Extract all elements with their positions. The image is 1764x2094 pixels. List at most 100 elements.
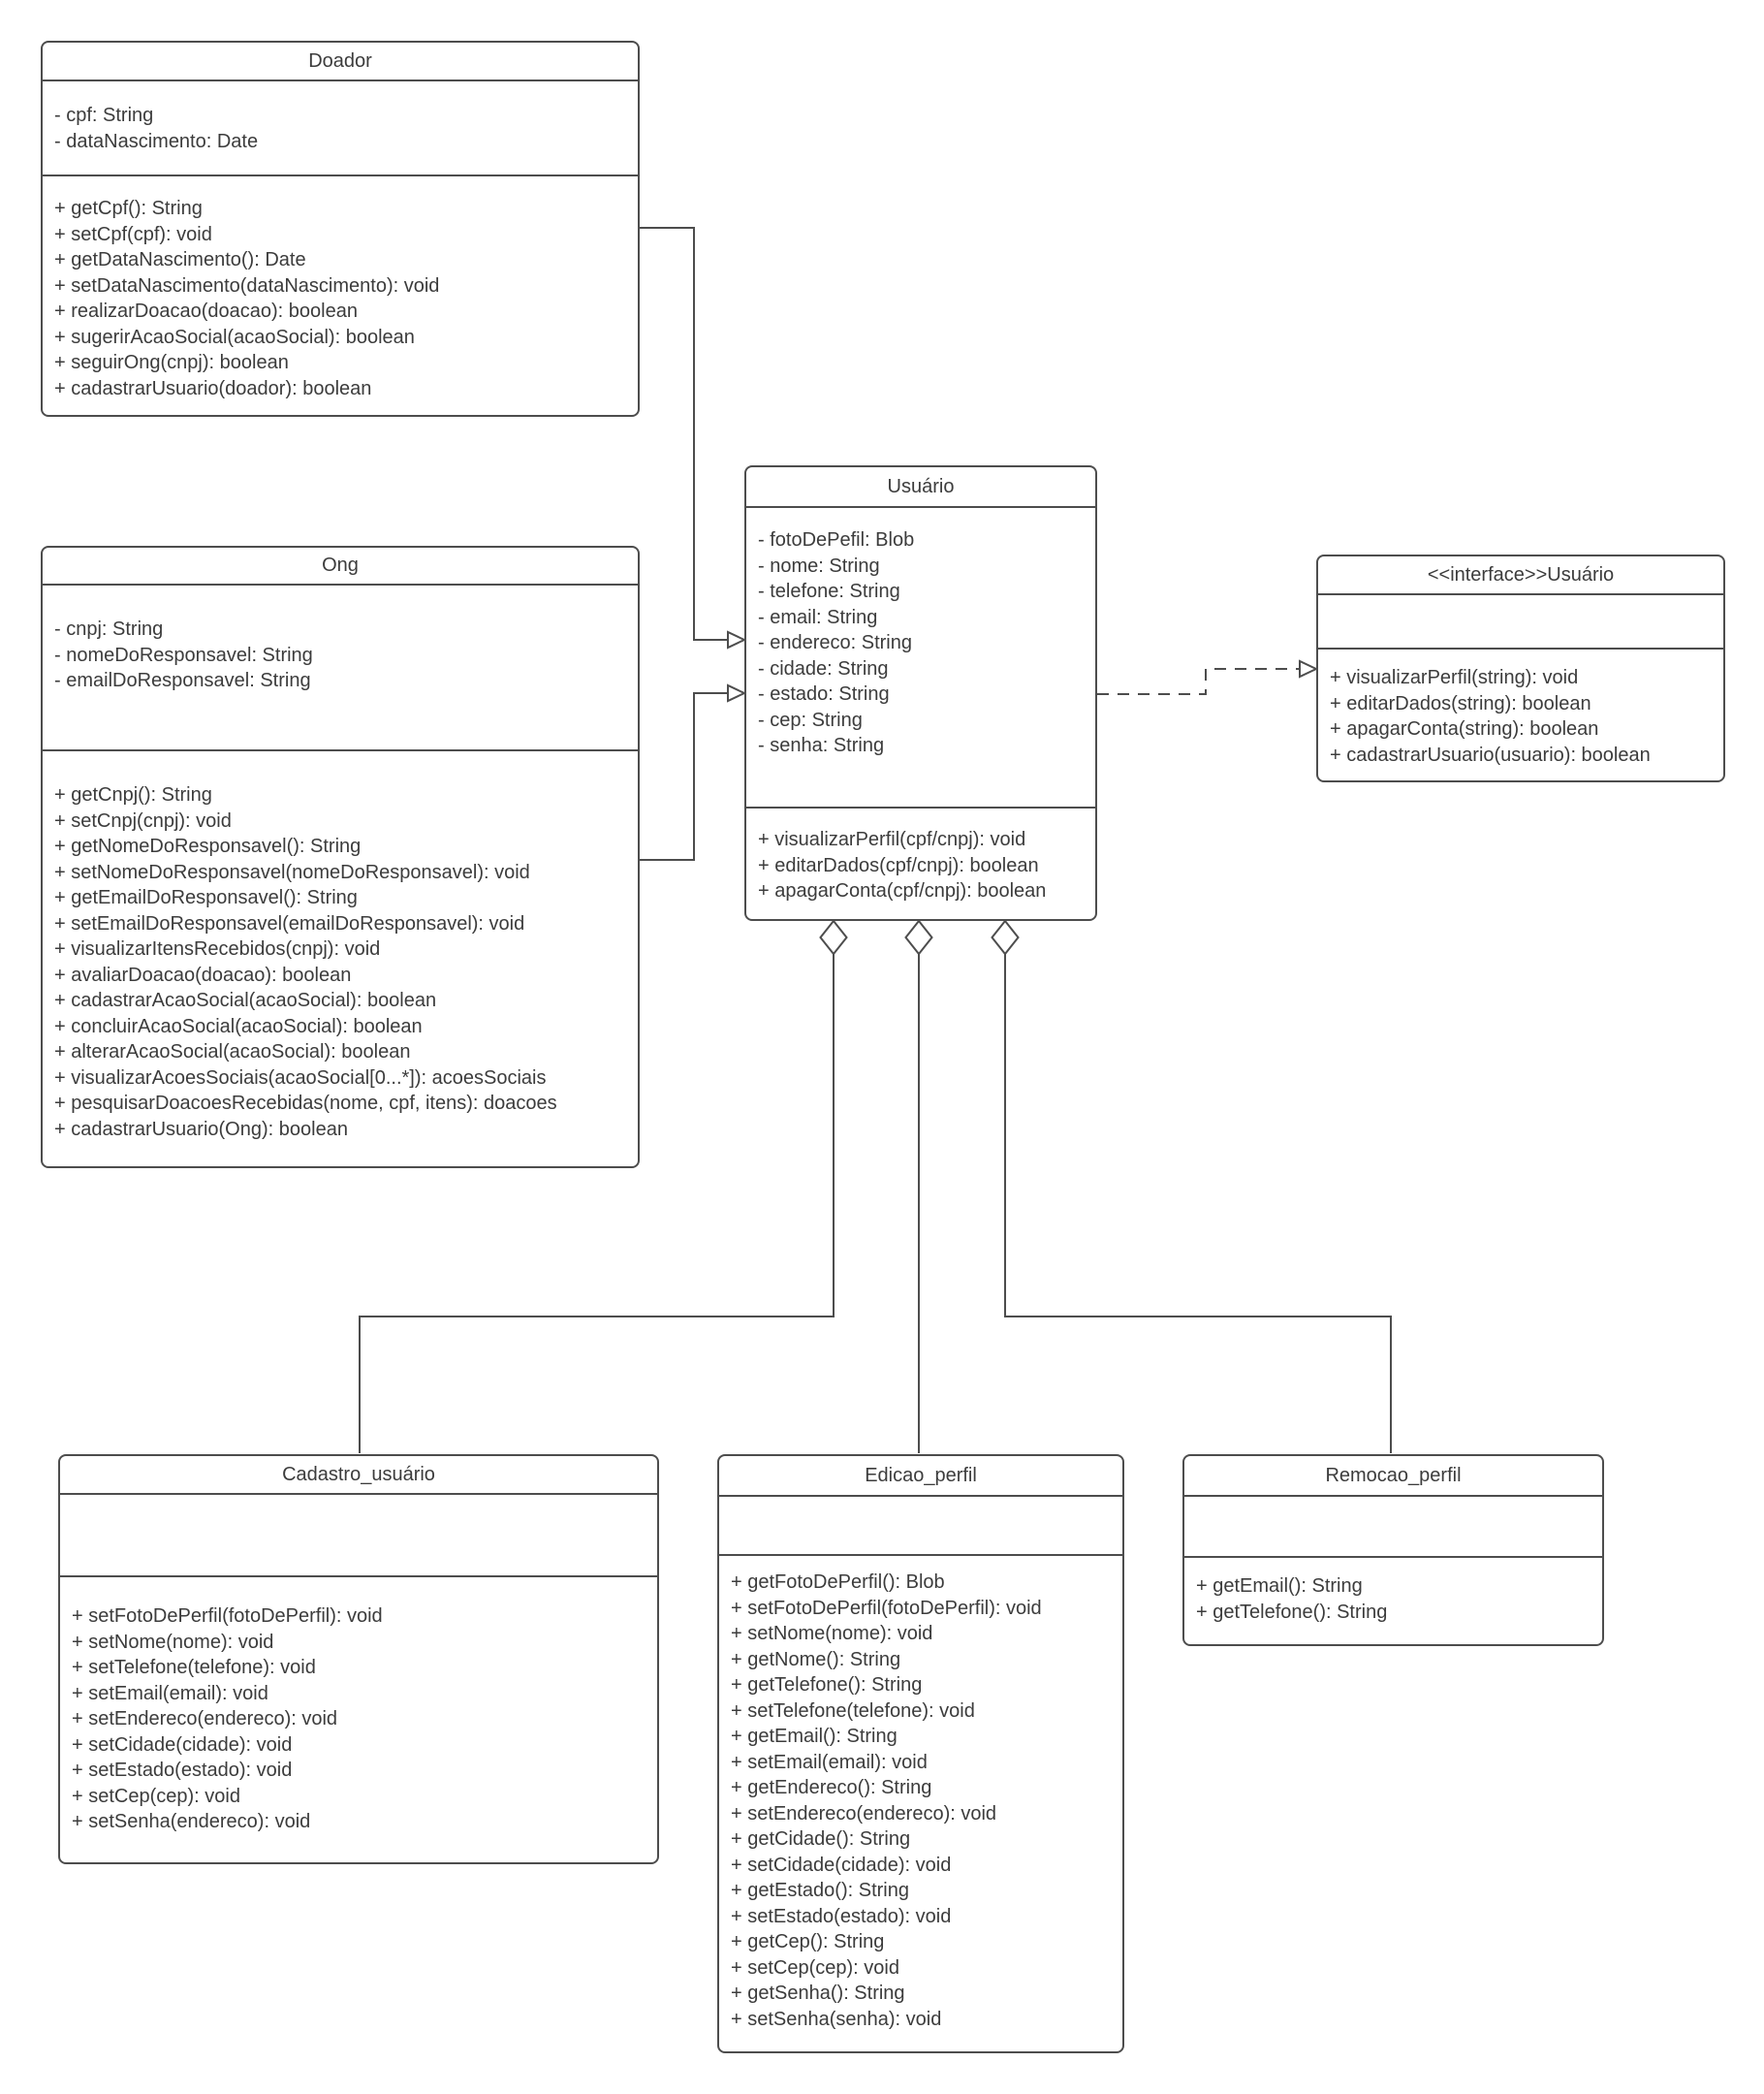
member-line: + getCpf(): String [54, 198, 203, 219]
member-line: + setCidade(cidade): void [731, 1854, 952, 1876]
member-line: + getEmail(): String [731, 1726, 898, 1747]
member-line: + sugerirAcaoSocial(acaoSocial): boolean [54, 326, 415, 348]
class-edicao-perfil-attributes [719, 1497, 1122, 1556]
class-ong: Ong - cnpj: String - nomeDoResponsavel: S… [41, 546, 640, 1168]
member-line: + visualizarPerfil(cpf/cnpj): void [758, 829, 1026, 850]
class-interface-usuario-methods: + visualizarPerfil(string): void+ editar… [1318, 650, 1723, 780]
member-line: - senha: String [758, 735, 885, 756]
member-line: - cep: String [758, 709, 863, 731]
member-line: + setCpf(cpf): void [54, 223, 212, 245]
member-line: + getCidade(): String [731, 1828, 911, 1850]
member-line: + cadastrarUsuario(doador): boolean [54, 377, 372, 399]
member-line: + setCidade(cidade): void [72, 1733, 293, 1756]
class-remocao-perfil: Remocao_perfil + getEmail(): String+ get… [1182, 1454, 1604, 1646]
member-line: + setNome(nome): void [731, 1623, 933, 1644]
member-line: + setCep(cep): void [731, 1956, 899, 1979]
member-line: - nomeDoResponsavel: String [54, 644, 313, 666]
member-line: + getNomeDoResponsavel(): String [54, 836, 362, 857]
member-line: + setEstado(estado): void [72, 1760, 293, 1781]
member-line: + setNomeDoResponsavel(nomeDoResponsavel… [54, 861, 530, 883]
member-line: + setCnpj(cnpj): void [54, 809, 232, 832]
member-line: + cadastrarAcaoSocial(acaoSocial): boole… [54, 990, 437, 1011]
member-line: - email: String [758, 606, 878, 628]
class-remocao-perfil-methods: + getEmail(): String + getTelefone(): Str… [1184, 1558, 1602, 1644]
member-line: - cnpj: String [54, 619, 164, 640]
member-line: + getEstado(): String [731, 1880, 909, 1901]
member-line: + getSenha(): String [731, 1983, 905, 2004]
member-line: + getTelefone(): String [731, 1674, 923, 1696]
member-line: + setCep(cep): void [72, 1785, 240, 1807]
aggregation-usuario-edicao [904, 919, 933, 1453]
class-edicao-perfil: Edicao_perfil + getFotoDePerfil(): Blob+… [717, 1454, 1124, 2053]
member-line: - endereco: String [758, 632, 912, 653]
member-line: + getTelefone(): String [1196, 1601, 1388, 1623]
member-line: + setEmail(email): void [72, 1682, 268, 1704]
class-cadastro-usuario-methods: + setFotoDePerfil(fotoDePerfil): void + s… [60, 1577, 657, 1862]
member-line: - fotoDePefil: Blob [758, 529, 915, 551]
member-line: + setFotoDePerfil(fotoDePerfil): void [731, 1597, 1042, 1619]
member-line: + editarDados(cpf/cnpj): boolean [758, 854, 1039, 876]
aggregation-usuario-remocao [991, 919, 1392, 1453]
member-line: - telefone: String [758, 581, 900, 602]
member-line: + setFotoDePerfil(fotoDePerfil): void [72, 1605, 383, 1627]
class-edicao-perfil-methods: + getFotoDePerfil(): Blob + setFotoDePerf… [719, 1556, 1122, 2051]
member-line: - nome: String [758, 555, 880, 577]
member-line: + getEmail(): String [1196, 1575, 1363, 1597]
class-usuario-methods: + visualizarPerfil(cpf/cnpj): void + edit… [746, 809, 1095, 919]
class-usuario: Usuário - fotoDePefil: Blob - nome: Strin… [744, 465, 1097, 921]
member-line: + realizarDoacao(doacao): boolean [54, 301, 358, 322]
class-usuario-attributes: - fotoDePefil: Blob - nome: String - telef… [746, 508, 1095, 809]
class-edicao-perfil-title: Edicao_perfil [719, 1456, 1122, 1497]
generalization-doador-usuario [640, 227, 747, 650]
member-line: - cpf: String [54, 105, 154, 126]
member-line: + setTelefone(telefone): void [731, 1699, 975, 1722]
member-line: + getCnpj(): String [54, 784, 212, 806]
member-line: + setSenha(endereco): void [72, 1811, 311, 1832]
member-line: + pesquisarDoacoesRecebidas(nome, cpf, i… [54, 1093, 557, 1114]
member-line: + setEndereco(endereco): void [731, 1802, 997, 1824]
member-line: - cidade: String [758, 657, 889, 680]
class-doador: Doador - cpf: String - dataNascimento: Da… [41, 41, 640, 417]
class-ong-methods: + getCnpj(): String + setCnpj(cnpj): void… [43, 751, 638, 1166]
class-remocao-perfil-title: Remocao_perfil [1184, 1456, 1602, 1497]
class-doador-methods: + getCpf(): String+ setCpf(cpf): void+ g… [43, 176, 638, 415]
class-remocao-perfil-attributes [1184, 1497, 1602, 1558]
member-line: + setTelefone(telefone): void [72, 1657, 316, 1678]
member-line: + setEmail(email): void [731, 1751, 928, 1773]
member-line: + setEndereco(endereco): void [72, 1708, 338, 1729]
class-interface-usuario-attributes [1318, 595, 1723, 650]
member-line: + visualizarAcoesSociais(acaoSocial[0...… [54, 1066, 547, 1089]
member-line: + editarDados(string): boolean [1330, 692, 1591, 714]
member-line: + getCep(): String [731, 1931, 885, 1952]
member-line: + setNome(nome): void [72, 1631, 274, 1653]
member-line: + avaliarDoacao(doacao): boolean [54, 964, 352, 986]
member-line: + visualizarItensRecebidos(cnpj): void [54, 938, 381, 960]
member-line: + getEndereco(): String [731, 1777, 932, 1798]
member-line: + cadastrarUsuario(Ong): boolean [54, 1118, 348, 1140]
class-usuario-title: Usuário [746, 467, 1095, 508]
class-cadastro-usuario-title: Cadastro_usuário [60, 1456, 657, 1495]
class-doador-title: Doador [43, 43, 638, 81]
generalization-ong-usuario [640, 683, 747, 861]
member-line: - estado: String [758, 683, 890, 705]
member-line: + alterarAcaoSocial(acaoSocial): boolean [54, 1041, 411, 1063]
member-line: + getNome(): String [731, 1648, 901, 1670]
member-line: + setSenha(senha): void [731, 2008, 942, 2030]
member-line: - dataNascimento: Date [54, 130, 259, 152]
member-line: + getFotoDePerfil(): Blob [731, 1571, 945, 1593]
member-line: + apagarConta(string): boolean [1330, 718, 1599, 740]
member-line: + apagarConta(cpf/cnpj): boolean [758, 880, 1047, 902]
member-line: + setEstado(estado): void [731, 1905, 952, 1927]
member-line: + setEmailDoResponsavel(emailDoResponsav… [54, 912, 525, 935]
class-interface-usuario-title: <<interface>>Usuário [1318, 556, 1723, 595]
class-interface-usuario: <<interface>>Usuário + visualizarPerfil(… [1316, 555, 1725, 782]
class-ong-attributes: - cnpj: String - nomeDoResponsavel: Strin… [43, 586, 638, 751]
member-line: + seguirOng(cnpj): boolean [54, 352, 289, 373]
member-line: + cadastrarUsuario(usuario): boolean [1330, 744, 1651, 766]
member-line: + setDataNascimento(dataNascimento): voi… [54, 274, 440, 297]
member-line: + concluirAcaoSocial(acaoSocial): boolea… [54, 1015, 423, 1037]
class-doador-attributes: - cpf: String - dataNascimento: Date [43, 81, 638, 176]
class-ong-title: Ong [43, 548, 638, 586]
class-cadastro-usuario-attributes [60, 1495, 657, 1577]
realization-usuario-interface [1097, 659, 1319, 695]
